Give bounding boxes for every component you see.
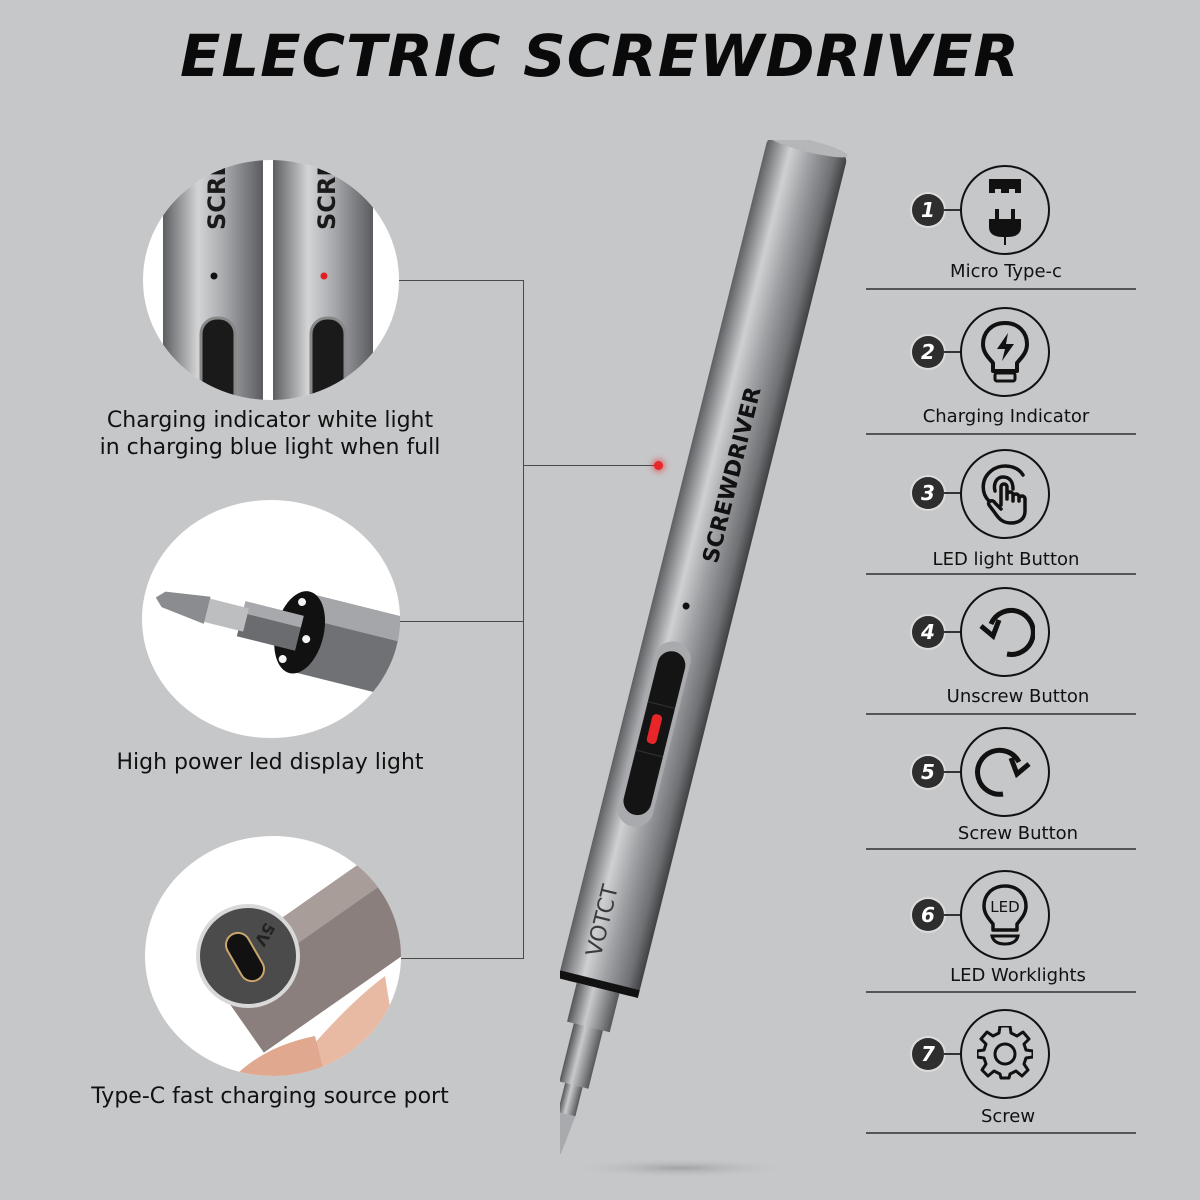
screwdriver-text: SCRE <box>203 160 231 230</box>
connector-line <box>400 621 523 622</box>
feature-number-badge: 4 <box>912 616 944 648</box>
feature-label: LED light Button <box>932 549 1080 570</box>
feature-label: Unscrew Button <box>946 686 1090 707</box>
charging-indicator-closeup: SCRE SCRE <box>163 160 373 400</box>
divider <box>866 573 1136 575</box>
touch-hand-icon <box>960 449 1050 539</box>
connector-line <box>401 958 523 959</box>
feature-label: LED Worklights <box>950 965 1086 986</box>
callout-image-typec-port: 5V <box>145 836 401 1076</box>
feature-number-badge: 6 <box>912 899 944 931</box>
divider <box>866 713 1136 715</box>
feature-item-screw-button: 5 Screw Button <box>866 715 1136 855</box>
callout-label-charging-indicator: Charging indicator white light in chargi… <box>99 408 441 460</box>
red-indicator-dot <box>654 461 663 470</box>
feature-label: Screw <box>980 1106 1036 1127</box>
gear-icon <box>960 1009 1050 1099</box>
divider <box>866 991 1136 993</box>
callout-label-led-light: High power led display light <box>116 750 424 775</box>
feature-number-badge: 7 <box>912 1038 944 1070</box>
typec-port-closeup: 5V <box>196 836 401 1076</box>
feature-label: Charging Indicator <box>922 406 1090 427</box>
feature-item-unscrew-button: 4 Unscrew Button <box>866 575 1136 715</box>
led-tip-closeup <box>155 591 400 706</box>
feature-item-charging-indicator: 2 Charging Indicator <box>866 295 1136 435</box>
screwdriver-product: SCREWDRIVER VOTCT <box>560 140 848 1178</box>
feature-item-led-light-button: 3 LED light Button <box>866 437 1136 577</box>
connector-line <box>399 280 523 281</box>
callout-image-led-light <box>142 500 400 738</box>
feature-item-micro-type-c: 1 Micro Type-c <box>866 150 1136 290</box>
divider <box>866 848 1136 850</box>
connector-line <box>523 280 524 959</box>
feature-number-badge: 2 <box>912 336 944 368</box>
plug-icon <box>960 165 1050 255</box>
feature-item-led-worklights: 6 LED LED Worklights <box>866 855 1136 995</box>
feature-label: Micro Type-c <box>950 261 1062 282</box>
feature-number-badge: 3 <box>912 477 944 509</box>
lightbulb-bolt-icon <box>960 307 1050 397</box>
divider <box>866 433 1136 435</box>
page-title: ELECTRIC SCREWDRIVER <box>180 22 1020 90</box>
rotate-ccw-icon <box>960 587 1050 677</box>
feature-item-screw: 7 Screw <box>866 995 1136 1135</box>
feature-label: Screw Button <box>957 823 1079 844</box>
svg-text:LED: LED <box>990 898 1019 916</box>
svg-text:SCRE: SCRE <box>313 160 341 230</box>
feature-number-badge: 5 <box>912 756 944 788</box>
callout-image-charging-indicator: SCRE SCRE <box>143 160 399 400</box>
connector-line <box>523 465 658 466</box>
rotate-cw-icon <box>960 727 1050 817</box>
callout-label-typec-port: Type-C fast charging source port <box>91 1084 449 1109</box>
divider <box>866 288 1136 290</box>
feature-number-badge: 1 <box>912 194 944 226</box>
divider <box>866 1132 1136 1134</box>
led-bulb-icon: LED <box>960 870 1050 960</box>
